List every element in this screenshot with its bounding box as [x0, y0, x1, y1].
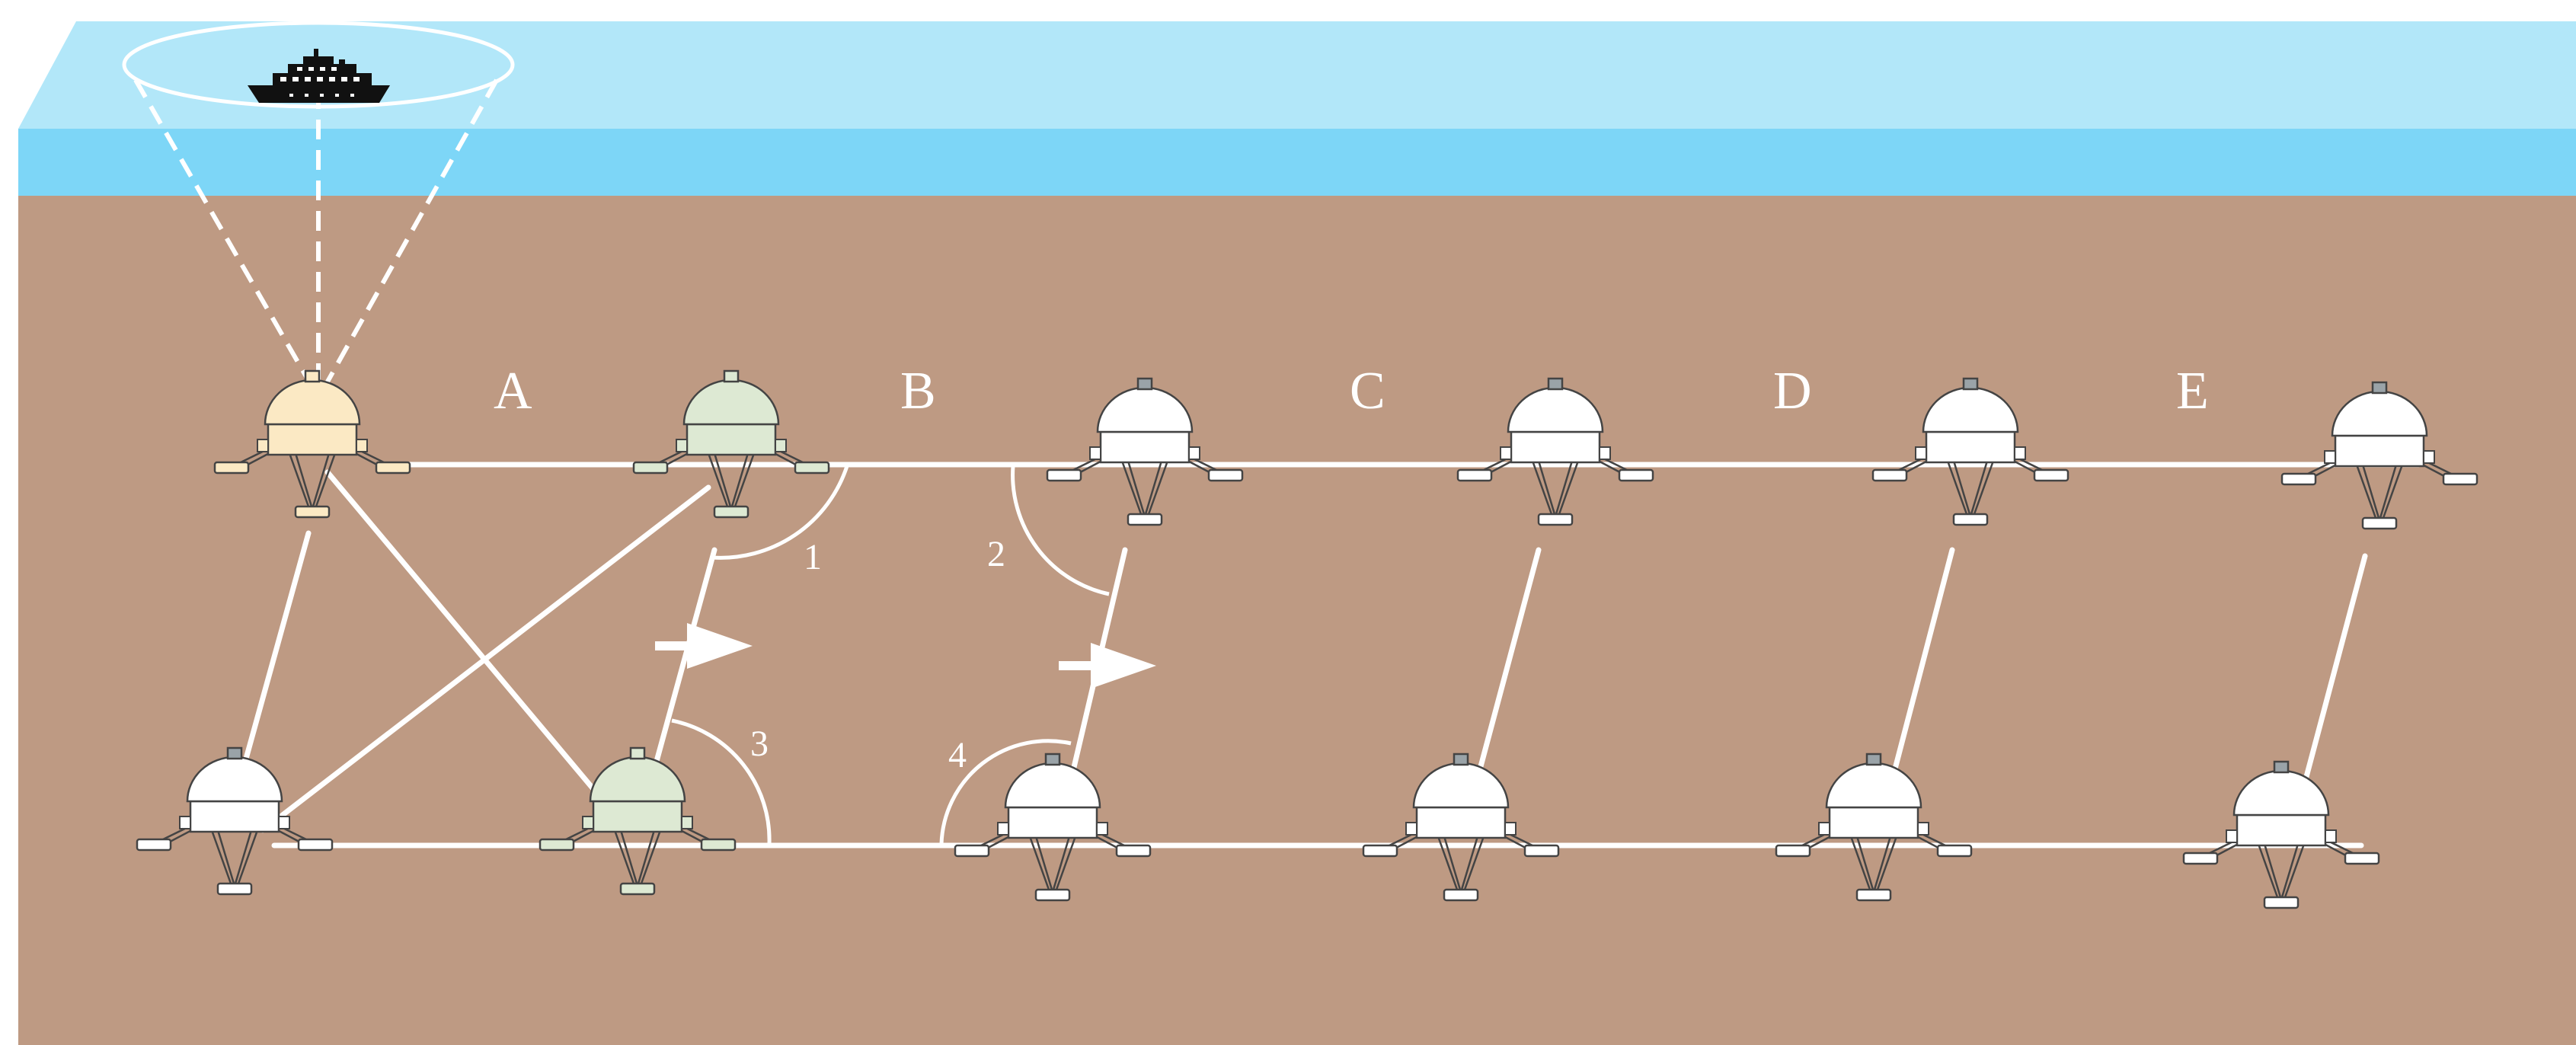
- seabed-station-icon: [954, 753, 1152, 902]
- angle-arc-4: [939, 739, 1072, 845]
- cable-vertical: [1886, 547, 1955, 795]
- angle-arc-2: [1011, 465, 1110, 596]
- stations: [136, 369, 2479, 909]
- seabed-station-icon: [213, 369, 411, 519]
- cable-vertical: [1471, 547, 1542, 795]
- arrow-right-icon: [655, 623, 753, 669]
- cable-vertical: [648, 547, 718, 784]
- seabed-station-icon: [632, 369, 830, 519]
- segment-label-c: C: [1350, 362, 1385, 420]
- seabed: [18, 196, 2576, 1045]
- angle-label-4: 4: [948, 735, 967, 775]
- angle-arc-3: [671, 718, 772, 845]
- arrow-right-icon: [1059, 643, 1156, 689]
- angle-arc-1: [711, 465, 849, 560]
- seabed-station-icon: [1871, 377, 2069, 526]
- seabed-station-icon: [1362, 753, 1560, 902]
- cable-diagonal: [260, 484, 711, 833]
- seabed-station-icon: [1456, 377, 1654, 526]
- ship-icon: [248, 49, 390, 103]
- seabed-station-icon: [136, 746, 334, 896]
- seabed-station-icon: [1775, 753, 1973, 902]
- angle-label-1: 1: [804, 537, 822, 577]
- segment-label-d: D: [1773, 362, 1812, 420]
- angle-label-2: 2: [987, 534, 1005, 574]
- ship-cone: [122, 21, 515, 390]
- cable-diagonal: [324, 469, 609, 807]
- seabed-station-icon: [539, 746, 737, 896]
- seabed-station-icon: [2280, 381, 2479, 530]
- cable-vertical: [2297, 553, 2368, 803]
- segment-label-a: A: [494, 362, 532, 420]
- cable-vertical: [237, 530, 312, 784]
- segment-label-b: B: [900, 362, 936, 420]
- seabed-station-icon: [2182, 760, 2380, 909]
- water-layer: [18, 129, 2576, 196]
- angle-arcs: [671, 465, 1110, 845]
- segment-label-e: E: [2176, 362, 2209, 420]
- seabed-station-icon: [1046, 377, 1244, 526]
- angle-label-3: 3: [750, 724, 769, 764]
- sea-surface: [18, 21, 2576, 129]
- cables: [237, 462, 2421, 848]
